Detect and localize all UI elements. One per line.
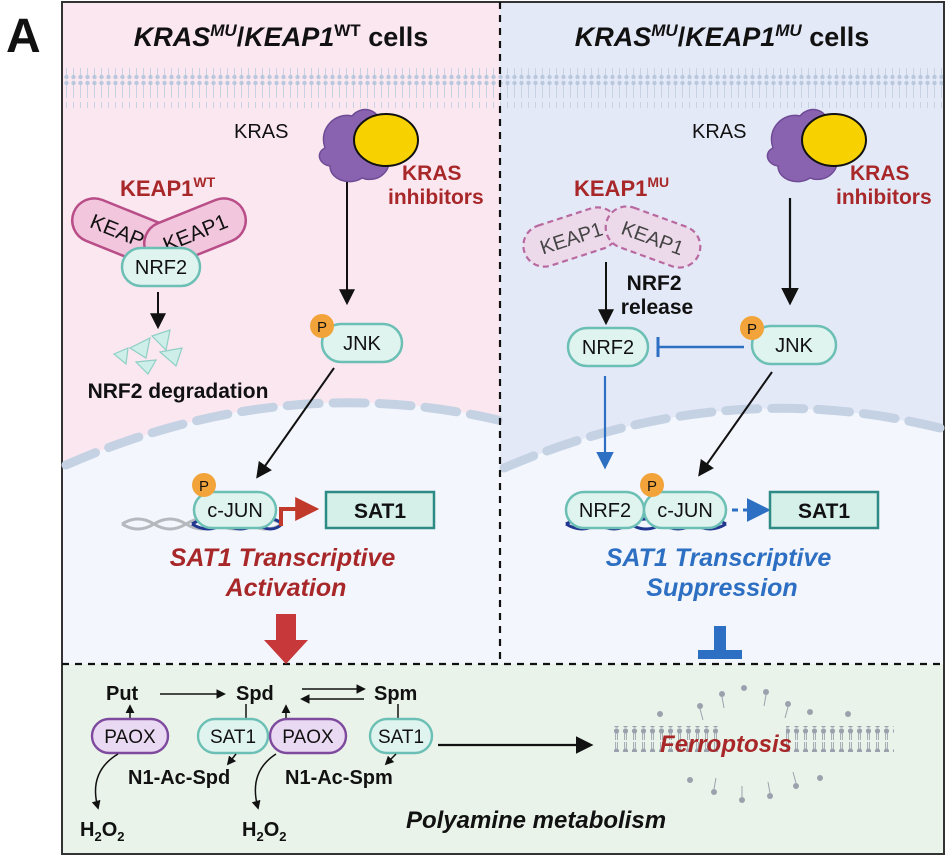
right-jnk-phospho [740,316,764,340]
left-jnk-box [320,322,404,364]
left-transcription-arrow [279,497,320,526]
paox-2-label: PAOX [282,727,334,748]
right-nuclear-envelope [499,403,945,473]
right-jnk-to-cjun-arrow [698,371,773,477]
right-sat1-box [768,490,880,530]
spm-label: Spm [374,683,417,705]
sat1-2-label: SAT1 [378,727,424,748]
left-jnk-to-cjun-arrow [256,367,335,479]
left-jnk-phospho-label: P [317,319,327,336]
left-cjun-phospho-label: P [199,478,209,495]
h2o2-1-label: H2O2 [80,819,124,844]
polyamine-caption: Polyamine metabolism [406,807,666,834]
panel-label: A [6,10,41,63]
right-jnk-box [750,324,838,366]
right-nrf2-release: NRF2 release [621,272,693,319]
sat1-1-label: SAT1 [210,727,256,748]
right-jnk-phospho-label: P [747,321,757,338]
left-caption: SAT1 Transcriptive Activation [170,544,403,602]
left-sat1-label: SAT1 [354,500,406,523]
right-keap1-mutant-dimer: KEAP1 KEAP1 [522,205,702,269]
left-jnk-phospho [310,314,334,338]
right-title: KRASMU/KEAP1MU cells [575,21,870,52]
bottom-panel-bg [62,664,944,854]
left-keap1-label: KEAP1WT [120,174,216,201]
left-kras-inhibitors: KRAS inhibitors [388,162,484,209]
right-kras-inhibitors: KRAS inhibitors [836,162,932,209]
right-kras-label: KRAS [692,121,746,143]
left-kras-label: KRAS [234,121,288,143]
sat1-2-box [368,717,434,755]
right-cjun-label: c-JUN [657,500,713,522]
left-cjun-phospho [192,473,216,497]
h2o2-2-label: H2O2 [242,819,286,844]
right-caption: SAT1 Transcriptive Suppression [606,544,839,602]
sat1-1-box [196,717,270,755]
right-cjun-phospho-label: P [647,478,657,495]
paox-1-box [90,717,170,755]
sat1-1-to-acspd-arrow [226,753,237,766]
ferroptosis-membrane-icon [610,685,894,803]
right-jnk-label: JNK [775,335,813,357]
left-nuclear-envelope [61,398,503,470]
plasma-membrane [63,68,943,108]
nrf2-fragments-icon [112,329,183,375]
right-nrf2-box [566,326,650,368]
n1-ac-spm-label: N1-Ac-Spm [285,767,393,789]
left-nrf2-label: NRF2 [135,257,187,279]
right-nucleus [500,408,944,664]
left-jnk-label: JNK [343,333,381,355]
right-nrf2-label: NRF2 [582,337,634,359]
left-nrf2-degradation: NRF2 degradation [88,380,269,403]
right-sat1-label: SAT1 [798,500,850,523]
right-suppression-symbol [698,626,742,659]
right-cjun-box [642,490,728,530]
ferroptosis-label: Ferroptosis [660,731,792,758]
put-label: Put [106,683,139,705]
left-cjun-label: c-JUN [207,500,263,522]
h2o2-1-arrow [91,753,119,810]
h2o2-2-arrow [251,753,277,810]
sat1-2-to-acspm-arrow [384,753,397,766]
right-cjun-phospho [640,473,664,497]
paox-1-label: PAOX [104,727,156,748]
left-cjun-box [192,490,278,530]
left-sat1-box [324,490,436,530]
right-kras-protein-icon [766,108,867,183]
left-activation-arrow [264,614,308,664]
paox-2-box [268,717,348,755]
right-nrf2-bound-label: NRF2 [579,500,631,522]
n1-ac-spd-label: N1-Ac-Spd [128,767,230,789]
left-title: KRASMU/KEAP1WT cells [134,21,429,52]
left-nucleus [62,402,500,664]
left-kras-protein-icon [318,108,419,183]
right-keap1-label: KEAP1MU [574,174,669,201]
spd-label: Spd [236,683,274,705]
left-nrf2-box [120,246,202,288]
